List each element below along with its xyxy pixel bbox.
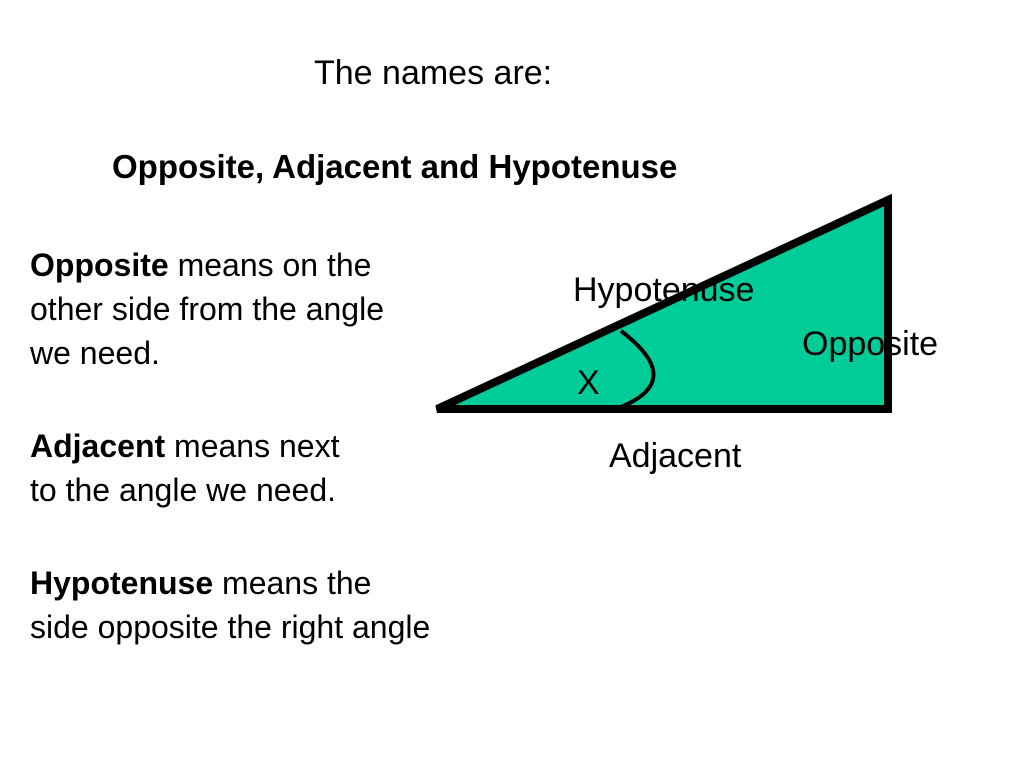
definition-text: other side from the angle <box>30 291 384 327</box>
adjacent-label: Adjacent <box>609 437 742 475</box>
definition-text: we need. <box>30 335 160 371</box>
definition-text: side opposite the right angle <box>30 609 431 645</box>
angle-arc <box>619 329 656 409</box>
definition-text: means next <box>174 428 340 464</box>
definition-adjacent: Adjacent means next to the angle we need… <box>30 424 339 512</box>
definition-opposite: Opposite means on the other side from th… <box>30 243 384 375</box>
definition-term: Hypotenuse <box>30 565 214 601</box>
right-triangle <box>435 193 892 413</box>
intro-text: The names are: <box>314 54 553 92</box>
names-heading: Opposite, Adjacent and Hypotenuse <box>112 148 678 185</box>
definition-term: Adjacent <box>30 428 166 464</box>
definition-text: to the angle we need. <box>30 472 337 508</box>
angle-x-label: X <box>577 364 600 402</box>
definition-text: means on the <box>177 247 372 283</box>
opposite-label: Opposite <box>802 325 939 363</box>
definition-text: means the <box>222 565 372 601</box>
definition-hypotenuse: Hypotenuse means the side opposite the r… <box>30 561 430 649</box>
definition-term: Opposite <box>30 247 169 283</box>
hypotenuse-label: Hypotenuse <box>573 271 755 309</box>
